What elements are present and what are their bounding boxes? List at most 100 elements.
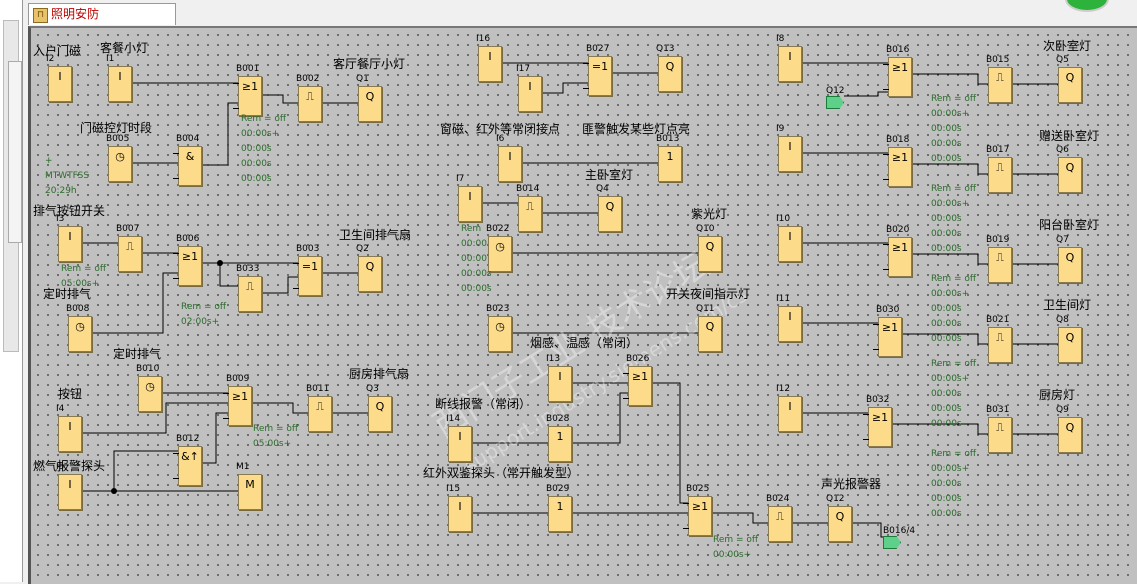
block-label: I15 — [446, 484, 461, 494]
tab-diagram-file[interactable]: ⊓ 照明安防2017.1.2.lsc — [28, 3, 176, 44]
block-b001[interactable]: B001≥1 — [233, 64, 262, 116]
block-b003[interactable]: B003=1 — [293, 244, 322, 296]
vertical-scrollbar[interactable] — [3, 20, 22, 352]
block-parameters: Rem = off 00:00s+ 00:00s 00:00s 00:00s — [931, 359, 977, 429]
block-b017[interactable]: B017⎍ — [986, 145, 1012, 193]
wire[interactable] — [542, 82, 588, 94]
wire[interactable] — [262, 94, 298, 104]
block-b006[interactable]: B006≥1 — [173, 234, 202, 286]
block-label: B031 — [986, 405, 1010, 415]
block-b009[interactable]: B009≥1 — [223, 374, 252, 426]
wire[interactable] — [82, 450, 178, 492]
block-symbol: ⎍ — [988, 417, 1012, 453]
wire[interactable] — [82, 402, 228, 434]
scrollbar-thumb[interactable] — [8, 61, 22, 243]
block-b010[interactable]: B010◷ — [136, 364, 162, 412]
wire[interactable] — [252, 402, 308, 414]
block-b032[interactable]: B032≥1 — [863, 395, 892, 447]
wire[interactable] — [852, 522, 885, 538]
block-b008[interactable]: B008◷ — [66, 304, 92, 352]
connector-b016-4[interactable]: B016/4 — [883, 526, 915, 549]
block-label: B033 — [236, 264, 260, 274]
block-b005[interactable]: B005◷ — [106, 134, 132, 182]
block-b026[interactable]: B026≥1 — [623, 354, 652, 406]
block-b002[interactable]: B002⎍ — [296, 74, 322, 122]
block-b007[interactable]: B007⎍ — [116, 224, 142, 272]
wire[interactable] — [902, 333, 988, 345]
block-b014[interactable]: B014⎍ — [516, 184, 542, 232]
block-b004[interactable]: B004& — [173, 134, 202, 186]
block-symbol: I — [58, 474, 82, 510]
block-b012[interactable]: B012&↑ — [173, 434, 202, 486]
wire[interactable] — [912, 253, 988, 265]
block-symbol: ≥1 — [233, 76, 262, 116]
wire[interactable] — [202, 412, 228, 464]
block-b011[interactable]: B011⎍ — [306, 384, 332, 432]
block-b031[interactable]: B031 ⎍ — [986, 405, 1012, 453]
wire[interactable] — [844, 91, 888, 97]
wire[interactable] — [892, 423, 988, 435]
block-b015[interactable]: B015⎍ — [986, 55, 1012, 103]
block-b030[interactable]: B030≥1 — [873, 305, 902, 357]
block-b024[interactable]: B024⎍ — [766, 494, 792, 542]
block-b021[interactable]: B021⎍ — [986, 315, 1012, 363]
block-b023[interactable]: B023◷ — [486, 304, 512, 352]
block-b016[interactable]: B016≥1 — [883, 45, 912, 97]
wire[interactable] — [912, 163, 988, 175]
block-b020[interactable]: B020≥1 — [883, 225, 912, 277]
wire[interactable] — [92, 272, 178, 334]
block-b019[interactable]: B019⎍ — [986, 235, 1012, 283]
wire[interactable] — [202, 102, 238, 166]
block-b033[interactable]: B033⎍ — [236, 264, 262, 312]
wire[interactable] — [572, 392, 628, 444]
block-symbol: I — [448, 426, 472, 462]
comment-label: 主卧室灯 — [585, 168, 634, 182]
wire[interactable] — [219, 263, 238, 287]
block-b027[interactable]: B027=1 — [583, 44, 612, 96]
wire[interactable] — [712, 512, 768, 524]
wire[interactable] — [652, 382, 688, 504]
connector-q12[interactable]: Q12 — [826, 86, 845, 109]
block-b018[interactable]: B018≥1 — [883, 135, 912, 187]
block-label: I1 — [106, 54, 115, 64]
block-b025[interactable]: B025≥1 — [683, 484, 712, 536]
diagram-canvas[interactable]: 西门子工业 技术论坛 support.industry.siemens.com/… — [28, 26, 1137, 584]
wire[interactable] — [912, 73, 988, 85]
wire[interactable] — [262, 276, 298, 294]
block-b022[interactable]: B022◷ — [486, 224, 512, 272]
